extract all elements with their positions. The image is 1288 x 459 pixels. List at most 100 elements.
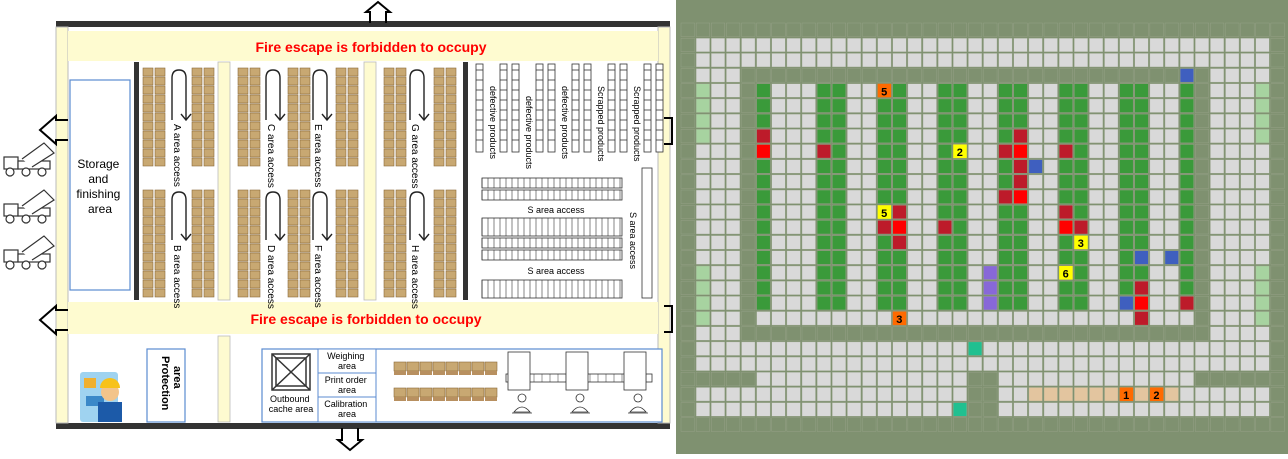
grid-cell [998, 341, 1013, 356]
grid-cell [680, 235, 695, 250]
grid-cell [937, 113, 952, 128]
shelf-box [433, 121, 445, 131]
u-turn-arrow [312, 191, 333, 242]
grid-cell [711, 250, 725, 265]
grid-cell [1225, 159, 1240, 174]
rack-column [547, 63, 556, 153]
grid-cell [1089, 326, 1104, 341]
grid-cell [816, 402, 831, 417]
shelf-box [445, 207, 457, 217]
grid-cell [771, 83, 786, 98]
grid-cell [1074, 341, 1088, 356]
grid-cell [726, 356, 741, 371]
grid-cell [1058, 144, 1073, 159]
shelf-box [249, 234, 261, 244]
packing-station [565, 351, 590, 414]
grid-cell [726, 22, 741, 37]
s-area-access-lower: S area access [527, 266, 585, 276]
shelf-box [347, 139, 359, 149]
grid-cell [1240, 341, 1255, 356]
grid-cell [816, 311, 831, 326]
grid-cell [862, 280, 877, 295]
grid-cell [877, 402, 892, 417]
grid-cell [711, 341, 725, 356]
grid-cell [847, 220, 862, 235]
shelf-box [154, 67, 166, 77]
grid-cell [1104, 280, 1119, 295]
grid-cell [1225, 250, 1240, 265]
grid-cell [816, 220, 831, 235]
grid-cell [680, 205, 695, 220]
grid-cell [892, 296, 907, 311]
grid-cell [1195, 37, 1209, 52]
grid-cell [877, 326, 892, 341]
grid-cell [1028, 98, 1043, 113]
shelf-box [347, 234, 359, 244]
grid-cell [1119, 113, 1134, 128]
grid-cell [1028, 220, 1043, 235]
grid-cell [937, 53, 952, 68]
shelf-box [249, 121, 261, 131]
grid-cell [695, 37, 710, 52]
shelf-box [191, 67, 203, 77]
grid-cell [847, 280, 862, 295]
grid-cell [1119, 326, 1134, 341]
grid-cell [1179, 98, 1194, 113]
grid-cell [1255, 235, 1270, 250]
shelf-box [299, 148, 311, 158]
shelf-box [249, 261, 261, 271]
grid-cell [907, 372, 922, 387]
grid-cell [1043, 402, 1058, 417]
grid-cell [968, 326, 983, 341]
grid-cell [953, 129, 967, 144]
shelf-box [445, 216, 457, 226]
grid-cell [922, 205, 937, 220]
weighing-area-label: Weighing area [327, 351, 367, 371]
grid-cell [1270, 159, 1285, 174]
shelf-box [203, 261, 215, 271]
shelf-box [383, 67, 395, 77]
grid-cell [1089, 129, 1104, 144]
shelf-box [203, 157, 215, 167]
grid-cell [847, 159, 862, 174]
grid-cell [1210, 53, 1225, 68]
shelf-box [335, 148, 347, 158]
grid-cell [832, 372, 846, 387]
grid-cell [907, 250, 922, 265]
access-label-g: G area access [409, 124, 420, 188]
grid-cell [1210, 83, 1225, 98]
grid-cell [862, 83, 877, 98]
shelf-box [237, 261, 249, 271]
grid-cell [877, 174, 892, 189]
grid-cell [786, 189, 801, 204]
shelf-box [142, 252, 154, 262]
grid-cell [1104, 220, 1119, 235]
shelf-box [445, 148, 457, 158]
grid-cell [968, 144, 983, 159]
grid-cell [1210, 341, 1225, 356]
grid-cell [726, 205, 741, 220]
grid-cell [877, 341, 892, 356]
grid-cell [998, 22, 1013, 37]
grid-cell [832, 402, 846, 417]
exit-arrow-bottom [335, 428, 365, 452]
grid-cell [1195, 356, 1209, 371]
product-label-2: defective products [524, 96, 534, 170]
grid-cell [968, 311, 983, 326]
grid-cell [862, 220, 877, 235]
grid-cell [1195, 83, 1209, 98]
shelf-box [287, 157, 299, 167]
grid-cell [862, 205, 877, 220]
shelf-box [445, 67, 457, 77]
grid-cell [1058, 22, 1073, 37]
shelf-box [237, 76, 249, 86]
shelf-box [191, 189, 203, 199]
grid-cell [1164, 250, 1179, 265]
shelf-box [347, 243, 359, 253]
grid-cell [937, 220, 952, 235]
u-turn-arrow [265, 191, 286, 242]
shelving-boxes [142, 67, 457, 298]
grid-cell [1119, 402, 1134, 417]
shelf-box [142, 288, 154, 298]
grid-cell [711, 265, 725, 280]
